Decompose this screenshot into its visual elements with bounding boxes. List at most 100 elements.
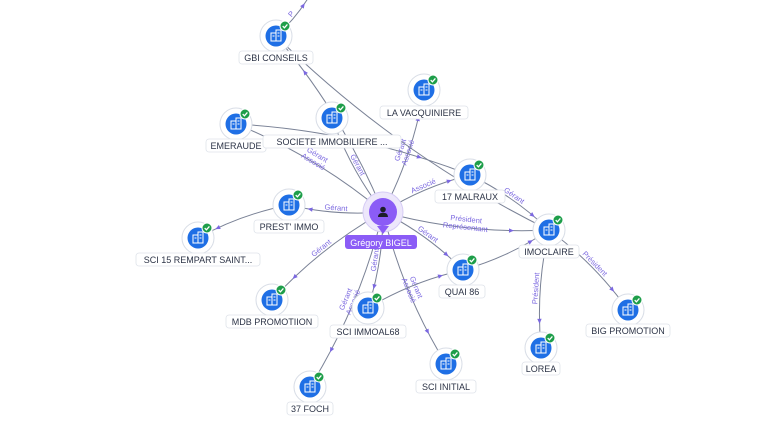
edge-arrow [329, 346, 335, 353]
company-label: SCI IMMOAL68 [329, 324, 407, 339]
company-node-soc[interactable]: SOCIETE IMMOBILIERE ... [262, 101, 402, 149]
company-node-big[interactable]: BIG PROMOTION [585, 293, 671, 338]
verified-check-icon [201, 222, 213, 234]
edge-label: P [286, 9, 296, 19]
verified-check-icon [275, 284, 287, 296]
building-icon [543, 223, 555, 236]
person-pin [377, 226, 389, 234]
node-layer: GBI CONSEILS LA VACQUINIERE EMERAUDE SOCIET… [135, 19, 671, 416]
company-label: PREST' IMMO [253, 219, 325, 234]
verified-check-icon [313, 371, 325, 383]
edge-arrow [300, 3, 305, 9]
company-label: SCI INITIAL [415, 379, 477, 394]
building-icon [457, 263, 469, 276]
company-node-vacq[interactable]: LA VACQUINIERE [379, 73, 469, 120]
edge-label: Associé [409, 177, 437, 196]
company-name: SCI 15 REMPART SAINT... [144, 255, 253, 265]
company-node-init[interactable]: SCI INITIAL [415, 347, 477, 394]
edge-arrow [424, 328, 429, 335]
person-label: Grégory BIGEL [345, 235, 417, 249]
company-name: PREST' IMMO [260, 222, 319, 232]
company-label: 37 FOCH [286, 401, 334, 416]
company-label: SCI 15 REMPART SAINT... [135, 252, 261, 267]
verified-check-icon [335, 102, 347, 114]
building-icon [270, 29, 282, 42]
edge-arrow [372, 283, 377, 290]
edge-label: Représentant [442, 220, 489, 234]
company-name: BIG PROMOTION [591, 326, 665, 336]
edge-arrow [303, 70, 308, 76]
verified-check-icon [466, 254, 478, 266]
edge-arrow [416, 154, 422, 159]
edge-label: Gérant [324, 202, 348, 213]
company-node-malr[interactable]: 17 MALRAUX [434, 158, 506, 204]
company-name: 37 FOCH [291, 404, 329, 414]
company-name: SOCIETE IMMOBILIERE ... [276, 137, 387, 147]
company-label: QUAI 86 [438, 284, 486, 299]
company-label: 17 MALRAUX [434, 189, 506, 204]
edge-label: Gérant [369, 247, 382, 272]
verified-check-icon [552, 214, 564, 226]
edge-arrow [437, 274, 443, 279]
building-icon [418, 83, 430, 96]
company-name: EMERAUDE [210, 141, 261, 151]
building-icon [362, 301, 374, 314]
verified-check-icon [544, 332, 556, 344]
verified-check-icon [631, 294, 643, 306]
edge-label: Président [530, 271, 541, 304]
person-name: Grégory BIGEL [350, 238, 412, 248]
company-label: EMERAUDE [205, 138, 267, 153]
company-node-sci15[interactable]: SCI 15 REMPART SAINT... [135, 221, 261, 267]
edge-label: Gérant [348, 153, 367, 178]
building-icon [326, 111, 338, 124]
building-icon [622, 303, 634, 316]
edge-line [235, 123, 471, 176]
edge-arrow [215, 224, 221, 230]
building-icon [192, 231, 204, 244]
edge-emer-malr [235, 123, 471, 176]
verified-check-icon [239, 108, 251, 120]
company-name: SCI INITIAL [422, 382, 470, 392]
company-node-lorea[interactable]: LOREA [521, 331, 561, 376]
company-name: GBI CONSEILS [244, 53, 308, 63]
company-label: IMOCLAIRE [518, 244, 580, 259]
edge-arrow [609, 286, 615, 292]
person-node[interactable]: Grégory BIGEL [345, 191, 417, 249]
edge-arrow [527, 240, 533, 245]
edge-arrow [508, 228, 514, 233]
user-icon [378, 206, 388, 217]
company-node-gbi[interactable]: GBI CONSEILS [238, 19, 314, 65]
verified-check-icon [292, 189, 304, 201]
edge-label: Gérant [309, 237, 333, 259]
edge-arrow [307, 207, 313, 212]
company-label: BIG PROMOTION [585, 323, 671, 338]
company-node-imm68[interactable]: SCI IMMOAL68 [329, 291, 407, 339]
company-node-imoc[interactable]: IMOCLAIRE [518, 213, 580, 259]
company-node-mdb[interactable]: MDB PROMOTIION [225, 283, 319, 329]
building-icon [304, 380, 316, 393]
company-label: SOCIETE IMMOBILIERE ... [262, 134, 402, 149]
company-name: 17 MALRAUX [442, 192, 498, 202]
building-icon [440, 357, 452, 370]
building-icon [535, 341, 547, 354]
edge-arrow [537, 318, 542, 324]
company-label: LA VACQUINIERE [379, 105, 469, 120]
edge-label: Président [581, 249, 610, 279]
edge-imoc-big: Président [548, 229, 629, 311]
edge-label: Président [450, 213, 483, 225]
edge-arrow [529, 212, 535, 218]
building-icon [464, 168, 476, 181]
verified-check-icon [279, 20, 291, 32]
company-label: GBI CONSEILS [238, 50, 314, 65]
company-node-emer[interactable]: EMERAUDE [205, 107, 267, 153]
building-icon [266, 293, 278, 306]
verified-check-icon [371, 292, 383, 304]
company-node-quai[interactable]: QUAI 86 [438, 253, 486, 299]
company-node-foch[interactable]: 37 FOCH [286, 370, 334, 416]
edge-arrow [446, 179, 452, 184]
verified-check-icon [449, 348, 461, 360]
company-node-prest[interactable]: PREST' IMMO [253, 188, 325, 234]
edge-arrow [443, 251, 449, 257]
verified-check-icon [427, 74, 439, 86]
